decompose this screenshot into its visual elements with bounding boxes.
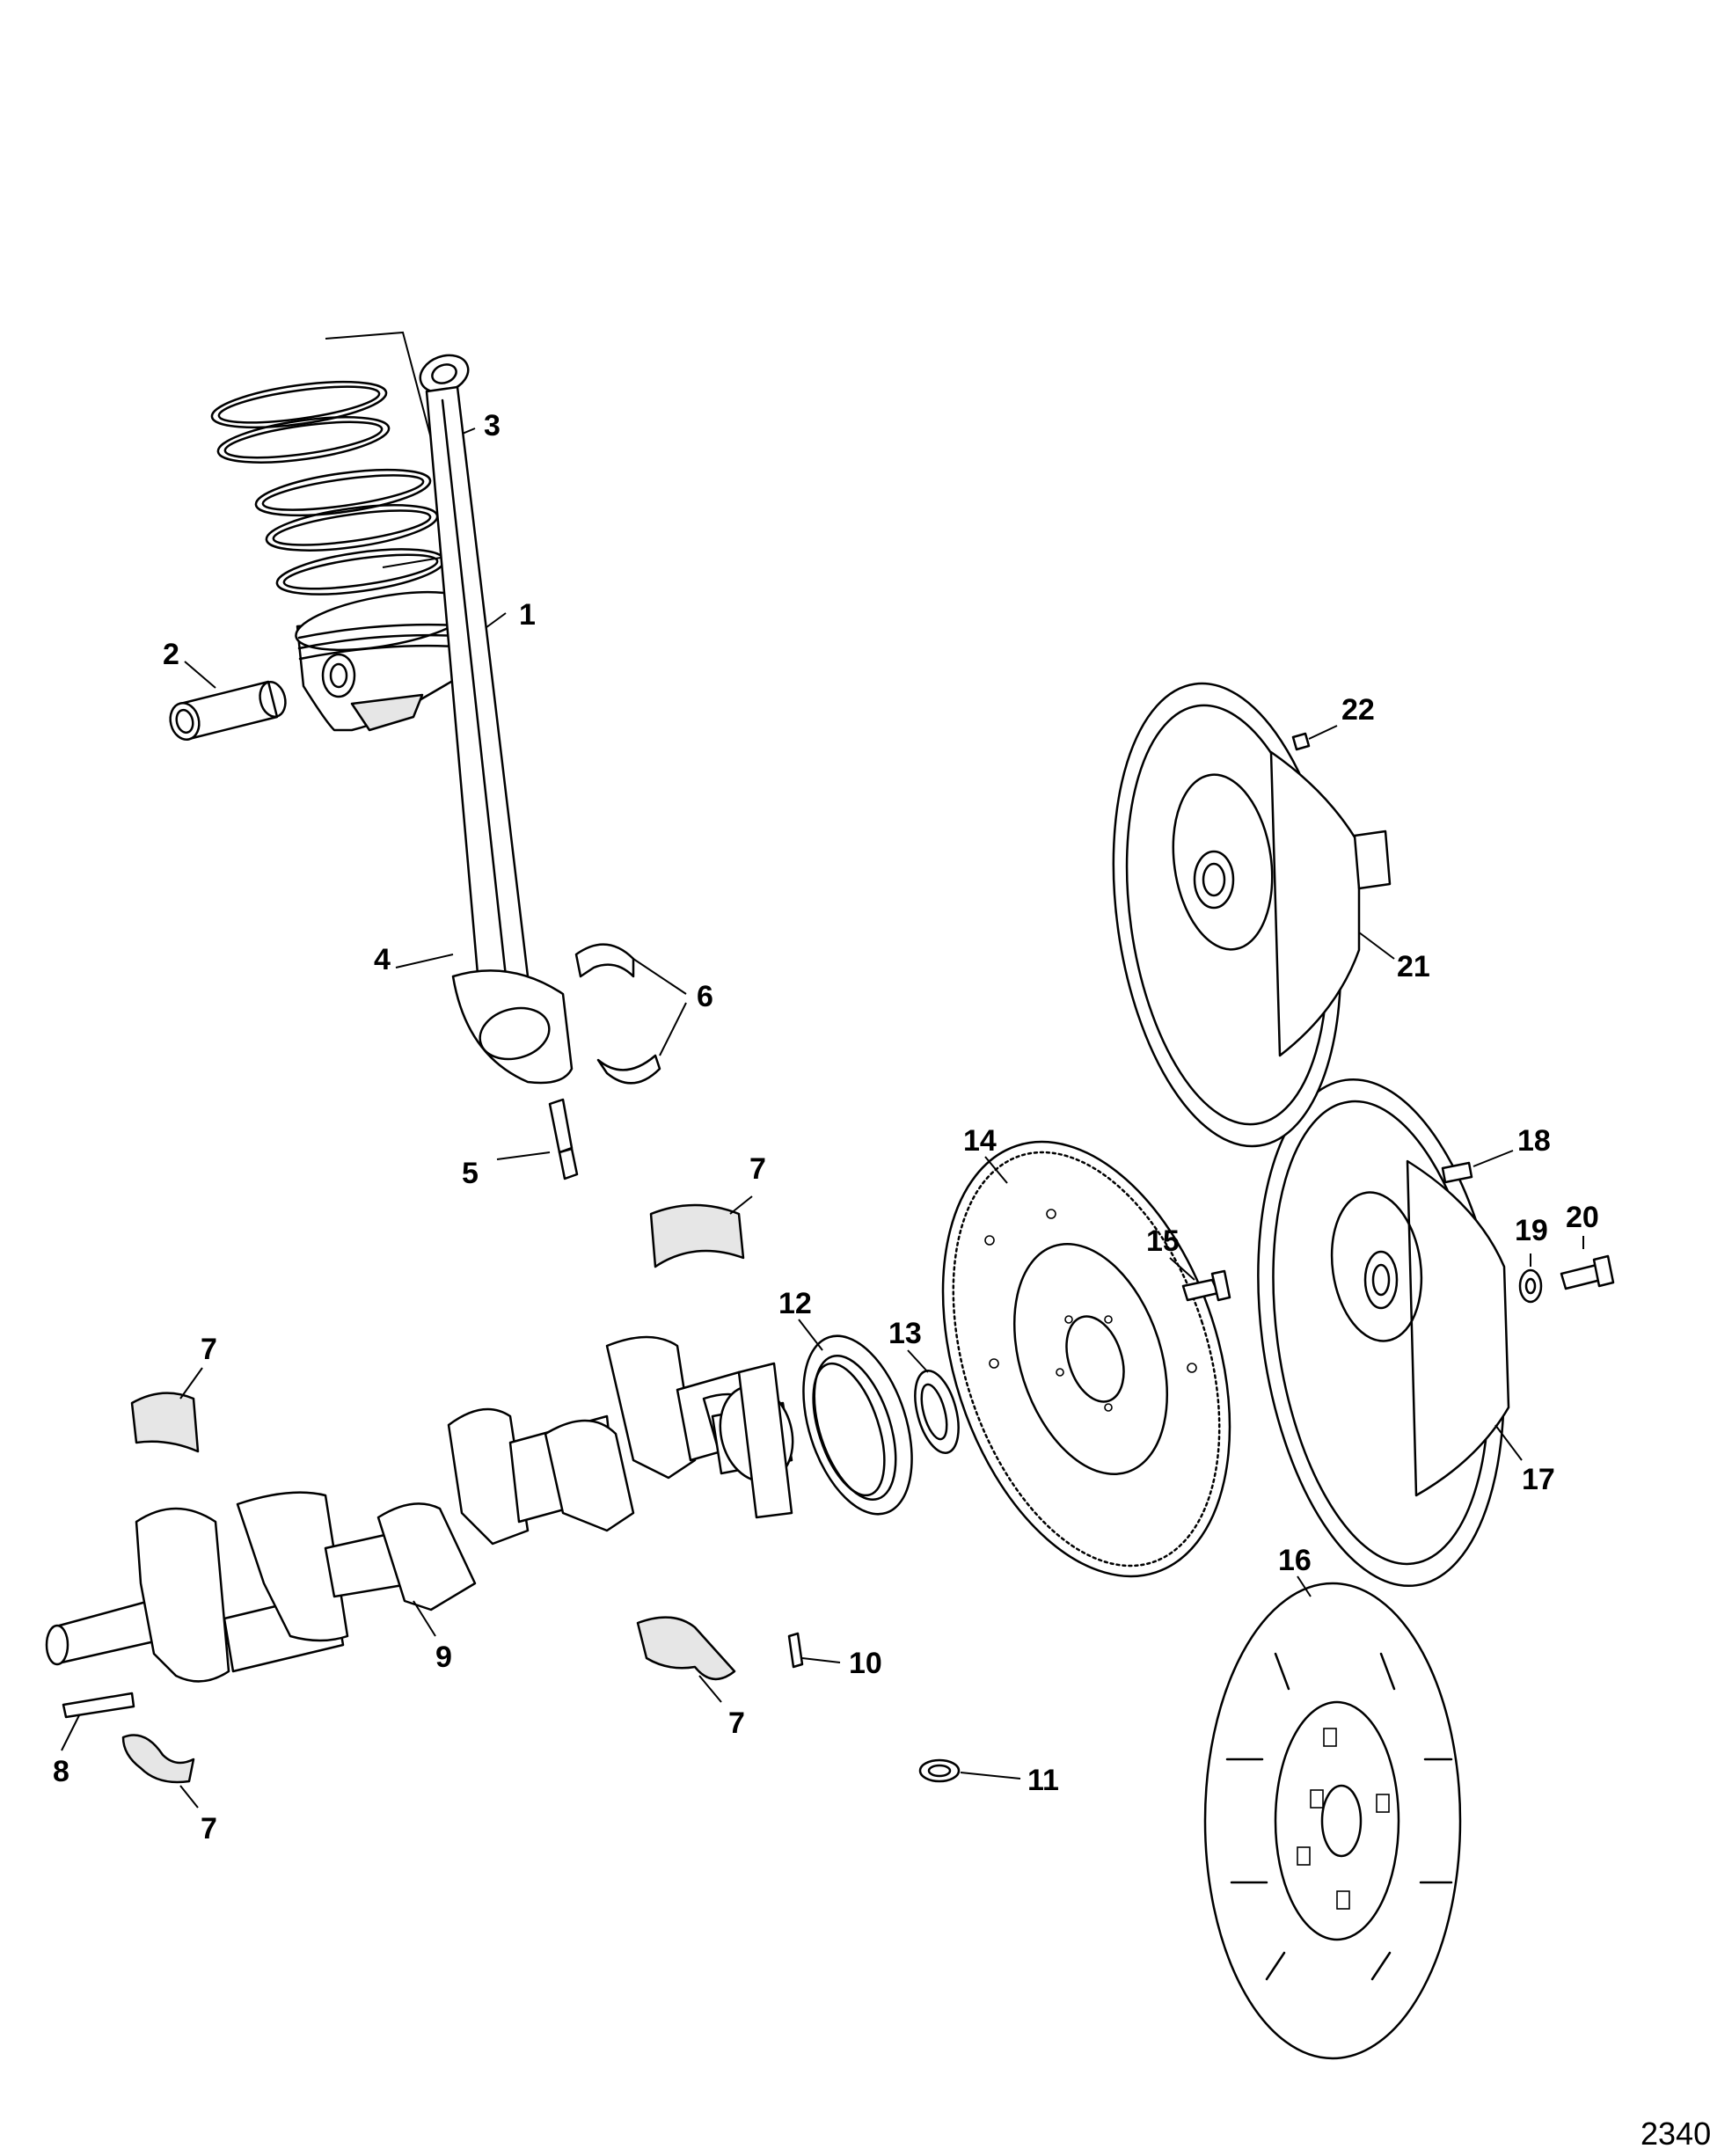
callout-10: 10 — [849, 1647, 882, 1680]
callout-5: 5 — [462, 1157, 479, 1190]
callout-12: 12 — [778, 1287, 812, 1320]
callout-7b: 7 — [201, 1333, 217, 1366]
connecting-rod — [395, 354, 574, 1085]
main-bearing-bottom-left — [121, 1734, 199, 1809]
washer-11 — [918, 1758, 1021, 1783]
callout-2: 2 — [163, 638, 179, 671]
main-bearing-left — [130, 1367, 203, 1453]
callout-11: 11 — [1027, 1764, 1059, 1797]
flywheel-bolt — [1169, 1257, 1231, 1302]
callout-8: 8 — [53, 1755, 69, 1788]
washer-19 — [1518, 1253, 1543, 1304]
callout-19: 19 — [1515, 1214, 1548, 1247]
callout-15: 15 — [1146, 1224, 1180, 1258]
callout-13: 13 — [888, 1317, 922, 1350]
pilot-seal — [907, 1349, 960, 1454]
piston-pin — [169, 661, 287, 741]
dowel-pin-8 — [61, 1692, 135, 1751]
flywheel — [941, 1140, 1231, 1578]
callout-7c: 7 — [728, 1707, 745, 1740]
plug-18 — [1441, 1150, 1514, 1184]
rod-bolt — [496, 1098, 579, 1180]
drive-plate — [1112, 682, 1395, 1148]
piston — [295, 590, 507, 732]
plug-22 — [1291, 725, 1338, 751]
pilot-pin — [787, 1632, 841, 1669]
callout-3: 3 — [484, 409, 501, 442]
figure-code: 2340 — [1641, 2116, 1710, 2152]
callout-22: 22 — [1341, 693, 1375, 727]
callout-9: 9 — [435, 1641, 452, 1674]
callout-16: 16 — [1278, 1544, 1312, 1577]
coupler-bolt — [1560, 1236, 1615, 1290]
callout-18: 18 — [1517, 1124, 1551, 1158]
main-bearing-upper-center — [649, 1195, 753, 1268]
callout-17: 17 — [1522, 1463, 1555, 1496]
callout-1: 1 — [519, 598, 536, 632]
clutch-disc — [1203, 1575, 1462, 2060]
callout-7a: 7 — [749, 1152, 766, 1186]
callout-14: 14 — [963, 1124, 997, 1158]
rod-bearings — [574, 943, 687, 1085]
drive-coupler — [1257, 1078, 1523, 1588]
callout-6: 6 — [697, 980, 713, 1013]
callout-20: 20 — [1566, 1201, 1599, 1234]
rear-main-seal — [798, 1319, 913, 1516]
crankshaft — [45, 1335, 794, 1683]
callout-21: 21 — [1397, 950, 1430, 983]
main-bearing-lower-center — [636, 1616, 736, 1703]
callout-7d: 7 — [201, 1812, 217, 1845]
callout-4: 4 — [374, 943, 391, 976]
